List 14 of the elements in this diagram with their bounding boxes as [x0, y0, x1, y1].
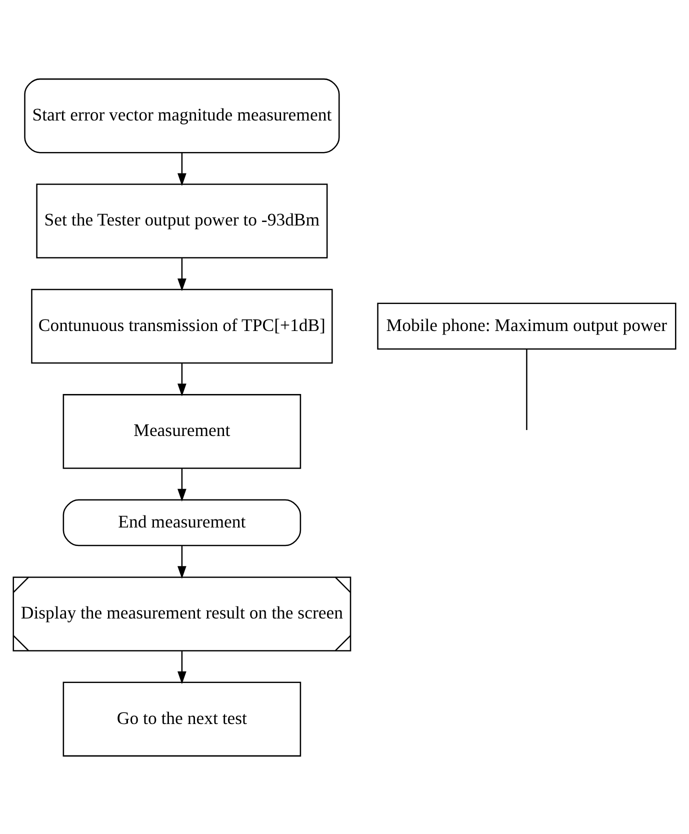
arrow [178, 362, 186, 396]
node-box: Mobile phone: Maximum output power [377, 302, 676, 350]
arrow [178, 545, 186, 578]
arrow [178, 650, 186, 684]
node-box: Contunuous transmission of TPC[+1dB] [31, 288, 333, 364]
arrow [178, 152, 186, 186]
connector [526, 348, 528, 430]
node-box: End measurement [62, 498, 302, 546]
arrow [178, 468, 186, 502]
arrow [178, 258, 186, 291]
node-box: Start error vector magnitude measurement [24, 78, 340, 153]
node-box: Go to the next test [62, 681, 302, 756]
node-box: Measurement [62, 394, 302, 468]
node-box: Set the Tester output power to -93dBm [36, 183, 328, 258]
